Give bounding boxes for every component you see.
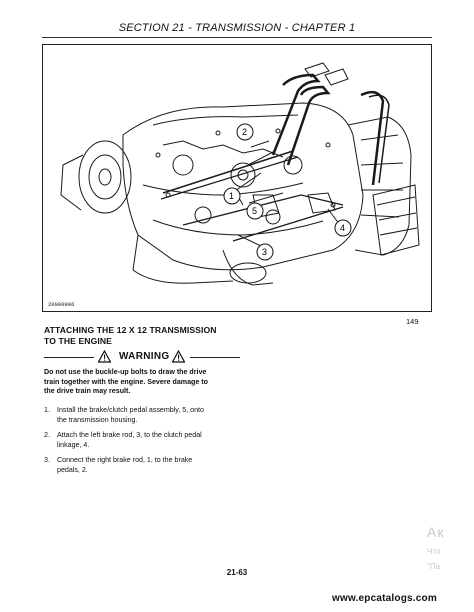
step-number: 3. <box>44 456 50 464</box>
warning-text-line2: train together with the engine. Severe d… <box>44 377 208 386</box>
step-text-line1: Install the brake/clutch pedal assembly,… <box>57 406 204 414</box>
warning-triangle-icon <box>172 350 185 363</box>
step-text-line1: Attach the left brake rod, 3, to the clu… <box>57 431 202 439</box>
step-text-line2: linkage, 4. <box>57 440 90 449</box>
transmission-illustration: 1 2 3 4 5 <box>60 62 420 286</box>
warning-banner: WARNING <box>44 350 240 365</box>
step-list: 1. Install the brake/clutch pedal assemb… <box>44 406 240 481</box>
page-number: 21-63 <box>226 568 248 577</box>
figure-code: 20000906 <box>48 301 75 308</box>
section-title-line2: TO THE ENGINE <box>44 336 112 346</box>
watermark-line2: Что <box>427 547 441 556</box>
list-item: 2. Attach the left brake rod, 3, to the … <box>44 431 240 450</box>
warning-text-line1: Do not use the buckle-up bolts to draw t… <box>44 368 207 376</box>
section-title-line1: ATTACHING THE 12 X 12 TRANSMISSION <box>44 325 217 335</box>
figure-number: 149 <box>406 317 419 326</box>
step-text-line1: Connect the right brake rod, 1, to the b… <box>57 456 193 464</box>
step-number: 1. <box>44 406 50 414</box>
step-text-line2: pedals, 2. <box>57 465 88 474</box>
list-item: 3. Connect the right brake rod, 1, to th… <box>44 456 240 475</box>
site-link[interactable]: www.epcatalogs.com <box>332 593 437 604</box>
transmission-figure: 1 2 3 4 5 <box>42 44 432 312</box>
list-item: 1. Install the brake/clutch pedal assemb… <box>44 406 240 425</box>
callout-4: 4 <box>340 223 345 233</box>
callout-3: 3 <box>262 247 267 257</box>
warning-rule-right <box>190 357 240 358</box>
section-title: ATTACHING THE 12 X 12 TRANSMISSION TO TH… <box>44 325 244 347</box>
warning-rule-left <box>44 357 94 358</box>
step-text-line2: the transmission housing. <box>57 415 138 424</box>
page-header: SECTION 21 - TRANSMISSION - CHAPTER 1 <box>118 22 356 34</box>
callout-5: 5 <box>252 206 257 216</box>
warning-text: Do not use the buckle-up bolts to draw t… <box>44 368 234 397</box>
callout-2: 2 <box>242 127 247 137</box>
header-rule <box>42 37 432 38</box>
figure-callouts: 1 2 3 4 5 <box>223 123 352 261</box>
warning-triangle-icon <box>98 350 111 363</box>
warning-label: WARNING <box>119 351 170 362</box>
step-number: 2. <box>44 431 50 439</box>
watermark-line3: "Па <box>427 562 441 571</box>
callout-1: 1 <box>229 191 234 201</box>
watermark-line1: Ак <box>427 524 445 540</box>
warning-text-line3: the drive train may result. <box>44 387 131 395</box>
